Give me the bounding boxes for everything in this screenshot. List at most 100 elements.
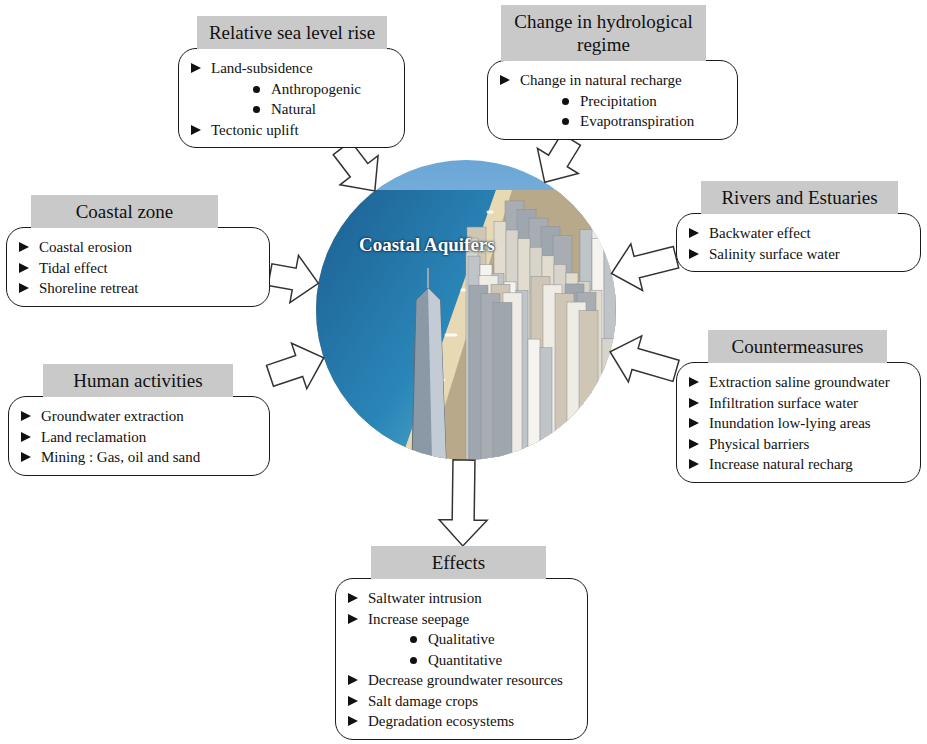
tower-spire xyxy=(427,268,429,288)
list-row: Decrease groundwater resources xyxy=(336,670,575,691)
list-item: Tidal effect xyxy=(39,260,108,276)
block-arrow xyxy=(268,255,318,302)
list-item: Tectonic uplift xyxy=(211,122,299,138)
dot-bullet xyxy=(410,636,417,643)
heading-tab: Coastal zone xyxy=(31,195,218,228)
list-item: Quantitative xyxy=(428,652,502,668)
arrow-bullet xyxy=(348,614,358,624)
land xyxy=(316,190,616,460)
list-item: Degradation ecosystems xyxy=(368,713,514,729)
list-item: Coastal erosion xyxy=(39,239,132,255)
list-item: Groundwater extraction xyxy=(41,408,184,424)
arrow-bullet xyxy=(689,398,699,408)
block-arrow xyxy=(439,460,487,546)
list-row: Groundwater extraction xyxy=(9,406,257,427)
list-row: Salt damage crops xyxy=(336,691,575,712)
building xyxy=(528,339,540,460)
list-item: Precipitation xyxy=(580,93,657,109)
list-item: Salinity surface water xyxy=(709,246,840,262)
block-arrow xyxy=(267,343,324,389)
arrow-bullet xyxy=(191,63,201,73)
list-row: Tectonic uplift xyxy=(179,120,392,141)
list-item: Inundation low-lying areas xyxy=(709,415,871,431)
building xyxy=(615,226,616,460)
list-row: Precipitation xyxy=(488,91,725,112)
arrow-bullet xyxy=(689,249,699,259)
arrow-bullet xyxy=(689,377,699,387)
arrow-bullet xyxy=(348,675,358,685)
sea xyxy=(316,190,496,460)
dot-bullet xyxy=(253,106,260,113)
tower xyxy=(412,288,446,460)
list-item: Decrease groundwater resources xyxy=(368,672,563,688)
list-box: Change in hydrological regimeChange in n… xyxy=(487,60,738,140)
list-box: Rivers and EstuariesBackwater effectSali… xyxy=(676,213,921,272)
arrow-bullet xyxy=(21,411,31,421)
center-label: Coastal Aquifers xyxy=(359,234,495,256)
building xyxy=(540,348,552,460)
building xyxy=(614,347,616,460)
list-item: Qualitative xyxy=(428,631,495,647)
arrow-bullet xyxy=(348,716,358,726)
arrow-bullet xyxy=(689,459,699,469)
coast-photo xyxy=(316,160,616,460)
list-row: Saltwater intrusion xyxy=(336,588,575,609)
tower-face xyxy=(428,288,446,460)
arrow-bullet xyxy=(19,263,29,273)
photo-group xyxy=(316,160,616,460)
list-row: Mining : Gas, oil and sand xyxy=(9,447,257,468)
list-row: Physical barriers xyxy=(677,434,908,455)
heading-tab: Countermeasures xyxy=(708,330,887,363)
list-item: Anthropogenic xyxy=(271,81,361,97)
list-row: Infiltration surface water xyxy=(677,393,908,414)
box-heading: Coastal zone xyxy=(76,201,174,222)
arrow-bullet xyxy=(500,75,510,85)
arrow-bullet xyxy=(19,283,29,293)
list-box: Relative sea level riseLand-subsidenceAn… xyxy=(178,48,405,148)
list-box: Coastal zoneCoastal erosionTidal effectS… xyxy=(6,227,270,307)
box-heading: Change in hydrological regime xyxy=(514,11,692,55)
list-item: Backwater effect xyxy=(709,225,811,241)
list-item: Increase natural recharg xyxy=(709,456,853,472)
list-row: Inundation low-lying areas xyxy=(677,413,908,434)
list-item: Evapotranspiration xyxy=(580,113,694,129)
list-row: Degradation ecosystems xyxy=(336,711,575,732)
list-item: Change in natural recharge xyxy=(520,72,682,88)
list-item: Salt damage crops xyxy=(368,693,478,709)
list-row: Change in natural recharge xyxy=(488,70,725,91)
list-row: Land reclamation xyxy=(9,427,257,448)
dot-bullet xyxy=(562,98,569,105)
arrow-bullet xyxy=(689,439,699,449)
list-box: EffectsSaltwater intrusionIncrease seepa… xyxy=(335,578,588,740)
box-heading: Relative sea level rise xyxy=(209,22,375,43)
heading-tab: Human activities xyxy=(43,364,233,397)
block-arrow xyxy=(333,141,378,191)
block-arrow xyxy=(611,244,678,291)
heading-tab: Relative sea level rise xyxy=(197,16,387,49)
list-row: Extraction saline groundwater xyxy=(677,372,908,393)
list-item: Extraction saline groundwater xyxy=(709,374,890,390)
dot-bullet xyxy=(562,118,569,125)
list-row: Quantitative xyxy=(336,650,575,671)
heading-tab: Effects xyxy=(371,546,546,579)
list-box: CountermeasuresExtraction saline groundw… xyxy=(676,362,921,483)
list-row: Salinity surface water xyxy=(677,244,908,265)
list-item: Land-subsidence xyxy=(211,60,313,76)
beach xyxy=(401,190,512,460)
heading-tab: Rivers and Estuaries xyxy=(701,181,898,214)
box-heading: Rivers and Estuaries xyxy=(721,187,877,208)
list-row: Tidal effect xyxy=(7,258,257,279)
list-box: Human activitiesGroundwater extractionLa… xyxy=(8,396,270,476)
box-heading: Countermeasures xyxy=(732,336,864,357)
list-row: Qualitative xyxy=(336,629,575,650)
list-row: Anthropogenic xyxy=(179,79,392,100)
box-heading: Human activities xyxy=(73,370,202,391)
list-item: Mining : Gas, oil and sand xyxy=(41,449,200,465)
list-row: Land-subsidence xyxy=(179,58,392,79)
block-arrow xyxy=(610,336,679,382)
sky xyxy=(316,160,616,460)
building xyxy=(579,311,598,460)
arrow-bullet xyxy=(21,452,31,462)
list-row: Increase natural recharg xyxy=(677,454,908,475)
